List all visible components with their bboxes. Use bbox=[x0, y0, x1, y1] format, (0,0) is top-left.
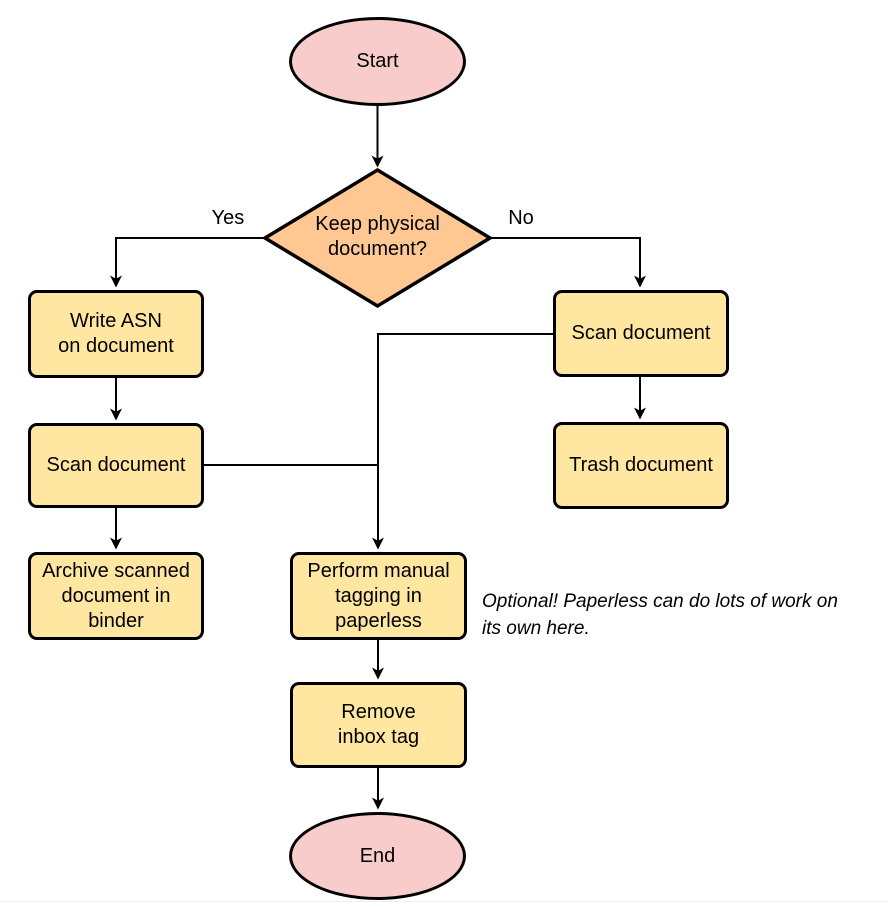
node-decision-keep-physical: Keep physical document? bbox=[270, 176, 485, 298]
node-remove-inbox-tag: Remove inbox tag bbox=[290, 682, 467, 768]
node-end: End bbox=[289, 812, 466, 900]
node-write-asn-label: Write ASN on document bbox=[58, 310, 174, 357]
node-manual-tagging: Perform manual tagging in paperless bbox=[290, 552, 467, 640]
node-archive-binder: Archive scanned document in binder bbox=[28, 552, 204, 640]
edge-decision-no-to-scan-right bbox=[490, 237, 646, 288]
page-bottom-divider bbox=[0, 901, 888, 902]
node-start: Start bbox=[289, 17, 466, 106]
node-trash-document: Trash document bbox=[553, 422, 729, 509]
edge-label-yes: Yes bbox=[211, 207, 245, 229]
node-trash-document-label: Trash document bbox=[569, 454, 713, 476]
decision-diamond-shape bbox=[261, 167, 494, 309]
node-end-label: End bbox=[359, 844, 396, 867]
edge-label-no: No bbox=[508, 207, 534, 229]
node-manual-tagging-label: Perform manual tagging in paperless bbox=[307, 559, 450, 632]
node-scan-document-right: Scan document bbox=[553, 290, 729, 377]
edge-decision-yes-to-write-asn bbox=[110, 237, 265, 288]
node-scan-document-right-label: Scan document bbox=[571, 322, 711, 344]
node-start-label: Start bbox=[356, 50, 399, 72]
node-scan-document-left: Scan document bbox=[28, 423, 204, 508]
node-scan-document-left-label: Scan document bbox=[46, 454, 186, 476]
node-remove-inbox-tag-label: Remove inbox tag bbox=[337, 701, 420, 748]
node-decision-label: Keep physical document? bbox=[315, 213, 440, 260]
node-archive-binder-label: Archive scanned document in binder bbox=[42, 559, 190, 632]
edge-scan-right-to-tagging bbox=[372, 333, 553, 550]
node-write-asn: Write ASN on document bbox=[28, 290, 204, 378]
annotation-optional-note: Optional! Paperless can do lots of work … bbox=[482, 591, 838, 639]
